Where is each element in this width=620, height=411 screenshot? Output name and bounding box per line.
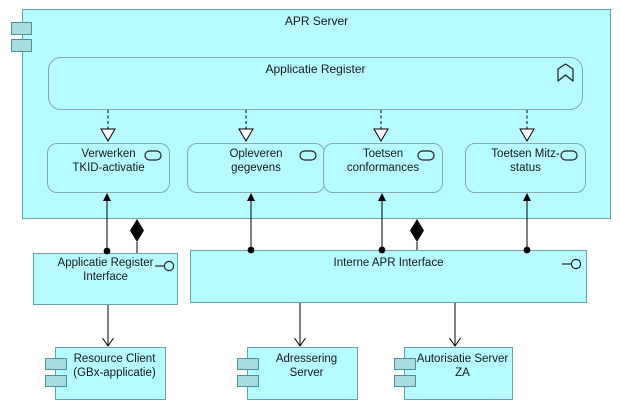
composition-edge bbox=[410, 219, 424, 250]
node-label: Toetsen conformances bbox=[346, 148, 420, 174]
composition-edge bbox=[130, 219, 144, 253]
component-tabs-icon bbox=[237, 358, 259, 370]
node-label: Verwerken TKID-activatie bbox=[72, 148, 145, 174]
node-label: Autorisatie Server ZA bbox=[416, 353, 509, 379]
node-label: Adressering Server bbox=[275, 353, 338, 379]
node-toetsen-conformances[interactable]: Toetsen conformances bbox=[323, 143, 443, 193]
component-tabs-icon bbox=[394, 375, 416, 387]
node-label: Resource Client (GBx-applicatie) bbox=[73, 353, 156, 379]
node-opleveren-gegevens[interactable]: Opleveren gegevens bbox=[187, 143, 325, 193]
node-adressering-server[interactable]: Adressering Server bbox=[237, 347, 358, 400]
node-applicatie-register[interactable]: Applicatie Register bbox=[48, 57, 583, 110]
node-label: Toetsen Mitz- status bbox=[491, 148, 560, 174]
node-label: Opleveren gegevens bbox=[229, 148, 283, 174]
node-label: APR Server bbox=[284, 14, 349, 28]
component-tabs-icon bbox=[394, 358, 416, 370]
serving-edge bbox=[294, 303, 306, 347]
node-label: Applicatie Register bbox=[265, 62, 366, 76]
component-tabs-icon bbox=[45, 375, 67, 387]
node-interne-apr-interface[interactable]: Interne APR Interface bbox=[190, 250, 587, 303]
node-verwerken-tkid-activatie[interactable]: Verwerken TKID-activatie bbox=[47, 143, 170, 193]
serving-edge bbox=[102, 305, 114, 347]
node-autorisatie-server-za[interactable]: Autorisatie Server ZA bbox=[394, 347, 513, 400]
component-tabs-icon bbox=[237, 375, 259, 387]
component-tabs-icon bbox=[11, 22, 32, 35]
node-applicatie-register-interface[interactable]: Applicatie Register Interface bbox=[33, 253, 178, 305]
component-tabs-icon bbox=[45, 358, 67, 370]
serving-edge bbox=[449, 303, 461, 347]
node-label: Applicatie Register Interface bbox=[57, 257, 154, 283]
node-label: Interne APR Interface bbox=[333, 257, 444, 269]
component-tabs-icon bbox=[11, 39, 32, 52]
node-toetsen-mitz-status[interactable]: Toetsen Mitz- status bbox=[465, 143, 586, 193]
node-resource-client[interactable]: Resource Client (GBx-applicatie) bbox=[45, 347, 166, 400]
